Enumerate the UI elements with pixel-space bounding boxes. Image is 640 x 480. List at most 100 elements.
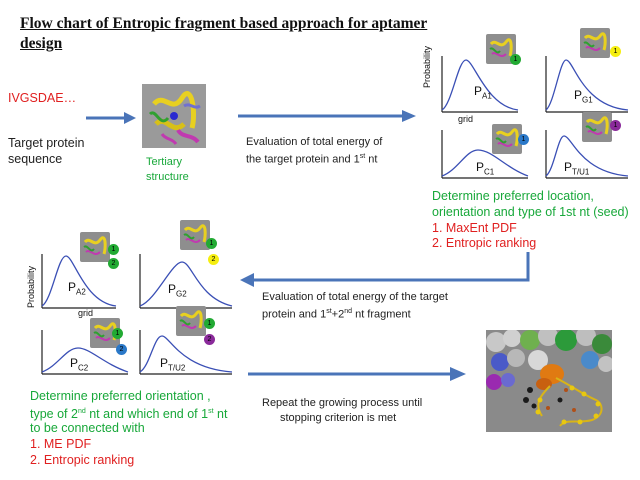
plot-label-g1-main: P [574, 88, 583, 102]
panel1-xlabel: grid [458, 114, 474, 124]
seed-dot-c2: 1 [112, 328, 123, 339]
step1-line2-text: the target protein and 1 [246, 153, 360, 166]
molecule-thumb-c1 [492, 124, 522, 154]
plot-label-a2: PA2 [68, 280, 86, 296]
molecule-thumb-tu1 [582, 112, 612, 142]
plot-label-tu2-main: P [160, 356, 169, 370]
plot-label-c2-main: P [70, 356, 79, 370]
nucleotide-dot-tu2: 2 [204, 334, 215, 345]
molecule-thumb-a2 [80, 232, 110, 262]
plot-label-g2-sub: G2 [176, 289, 187, 299]
nucleotide-dot-g1: 1 [610, 46, 621, 57]
panel2-ylabel: Probability [26, 265, 36, 308]
step1-line1: Evaluation of total energy of [246, 136, 383, 148]
step2-line2-text: protein and 1 [262, 308, 327, 321]
plot-a2 [41, 254, 117, 309]
nucleotide-dot-a1: 1 [510, 54, 521, 65]
panel1-plots: Probability grid PA1 1 PG1 1 PC1 1 PT/U1… [422, 28, 640, 182]
curve-a2 [41, 255, 117, 307]
arrow-to-panel1 [238, 110, 416, 122]
molecule-thumb-a1 [486, 34, 516, 64]
determine2-line2-sup: nd [77, 408, 86, 415]
plot-label-a2-sub: A2 [76, 287, 86, 297]
plot-label-a1-main: P [474, 84, 483, 98]
determine1-line2: orientation and type of 1st nt (seed) [432, 205, 629, 219]
molecule-thumb-tu2 [176, 306, 206, 336]
structure-label-line2: structure [146, 171, 189, 183]
plot-c2 [41, 330, 129, 375]
panel2-xlabel: grid [78, 308, 94, 318]
plot-c1 [441, 130, 529, 179]
panel2-plots: Probability grid PA2 1 2 PG2 1 2 PC2 1 2… [20, 220, 240, 382]
determine1-item1: 1. MaxEnt PDF [432, 221, 517, 235]
step2-line2-post: nt fragment [352, 308, 411, 321]
plot-label-c1-sub: C1 [484, 167, 495, 177]
step2-line2-sup1: st [326, 308, 332, 315]
curve-c2 [41, 347, 129, 373]
step3-line2: stopping criterion is met [280, 412, 397, 424]
curve-tu2 [139, 335, 233, 373]
plot-label-tu2-sub: T/U2 [168, 363, 186, 373]
plot-label-tu1-sub: T/U1 [572, 167, 590, 177]
plot-label-c2: PC2 [70, 356, 88, 372]
aptamer-complex-image [486, 330, 612, 432]
panel1-ylabel: Probability [422, 45, 432, 88]
arrow-to-structure [86, 112, 136, 124]
arrow-to-result [248, 367, 466, 381]
determine2-line3: to be connected with [30, 421, 145, 435]
plot-tu1 [545, 130, 629, 179]
nucleotide-dot-a2: 2 [108, 258, 119, 269]
plot-label-tu1: PT/U1 [564, 160, 589, 176]
plot-tu2 [139, 330, 233, 375]
plot-label-g1: PG1 [574, 88, 593, 104]
arrow-return [240, 252, 530, 287]
determine1-item2: 2. Entropic ranking [432, 236, 537, 250]
tertiary-structure-image [142, 84, 206, 148]
plot-label-c2-sub: C2 [78, 363, 89, 373]
step2-line2-sup2: nd [344, 308, 353, 315]
plot-label-g2-main: P [168, 282, 177, 296]
nucleotide-dot-c1: 1 [518, 134, 529, 145]
step1-line2-sup: st [359, 153, 366, 160]
determine2-item2: 2. Entropic ranking [30, 453, 135, 467]
plot-label-g1-sub: G1 [582, 95, 593, 105]
plot-label-a1: PA1 [474, 84, 492, 100]
curve-tu1 [545, 135, 629, 177]
molecule-thumb-g1 [580, 28, 610, 58]
plot-a1 [441, 56, 519, 113]
determine2-item1: 1. ME PDF [30, 437, 92, 451]
plot-label-tu1-main: P [564, 160, 573, 174]
determine2-line2-text: type of 2 [30, 407, 78, 422]
seed-dot-tu2: 1 [204, 318, 215, 329]
sequence-code: IVGSDAE… [8, 91, 77, 105]
determine2-line2-post: nt [213, 407, 228, 422]
plot-label-a2-main: P [68, 280, 77, 294]
curve-g1 [545, 59, 629, 111]
structure-label-line1: Tertiary [146, 156, 183, 168]
plot-label-c1-main: P [476, 160, 485, 174]
plot-label-g2: PG2 [168, 282, 187, 298]
plot-label-a1-sub: A1 [482, 91, 492, 101]
curve-c1 [441, 149, 529, 177]
plot-label-c1: PC1 [476, 160, 494, 176]
plot-label-tu2: PT/U2 [160, 356, 185, 372]
step2-line1: Evaluation of total energy of the target [262, 291, 448, 303]
page-title: Flow chart of Entropic fragment based ap… [20, 15, 428, 52]
input-label-line1: Target protein [8, 136, 85, 150]
step1-line2-post: nt [365, 153, 378, 166]
determine1-line1: Determine preferred location, [432, 189, 594, 203]
seed-dot-g2: 1 [206, 238, 217, 249]
molecule-thumb-c2 [90, 318, 120, 348]
input-label-line2: sequence [8, 152, 63, 166]
determine2-line2-mid: nt and which end of 1 [85, 407, 209, 422]
determine2-line1: Determine preferred orientation , [30, 389, 211, 403]
determine2-line2: type of 2nd nt and which end of 1st nt [30, 404, 227, 422]
plot-g1 [545, 56, 629, 113]
step2-line2: protein and 1st+2nd nt fragment [262, 305, 411, 322]
determine2-line2-sup2: st [208, 408, 214, 415]
curve-g2 [139, 261, 233, 307]
step3-line1: Repeat the growing process until [262, 397, 423, 409]
nucleotide-dot-g2: 2 [208, 254, 219, 265]
nucleotide-dot-c2: 2 [116, 344, 127, 355]
nucleotide-dot-tu1: 1 [610, 120, 621, 131]
